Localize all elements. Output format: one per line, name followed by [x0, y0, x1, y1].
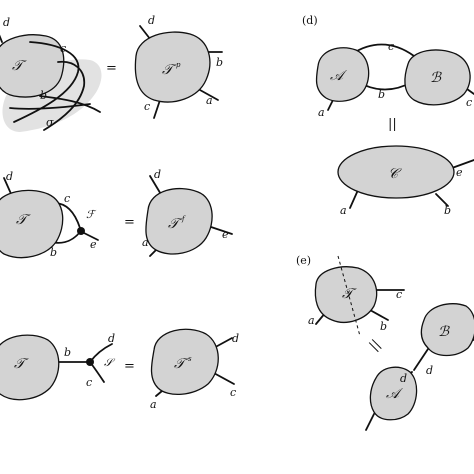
equals-row1: = — [106, 61, 117, 76]
label-d: d — [426, 364, 433, 377]
panel-e-top-tensor: a c b 𝒯 — [308, 255, 405, 337]
leg-b — [435, 193, 449, 207]
tensor-blob — [0, 34, 65, 98]
panel-e-bottom-tensor: d 𝒜 — [365, 366, 418, 431]
equals-vertical-d: || — [388, 117, 397, 132]
panel-label-d: (d) — [302, 14, 318, 27]
equals-row2: = — [124, 215, 135, 230]
label-a: a — [206, 94, 213, 107]
label-a: a — [142, 236, 149, 249]
label-b: b — [380, 320, 387, 333]
equals-row3: = — [124, 359, 135, 374]
panel-d-top-network: c b a c 𝒜 ℬ — [315, 40, 474, 119]
label-d: d — [154, 168, 161, 181]
label-a: a — [150, 398, 157, 411]
label-S: 𝒮 — [104, 356, 116, 369]
row3-left-tensor-group: b d c 𝒮 𝒯 — [0, 332, 116, 401]
symbol-B: ℬ — [430, 70, 442, 86]
wire-1 — [13, 41, 80, 123]
label-b: b — [444, 204, 451, 217]
leg-e — [81, 231, 99, 241]
split-node — [86, 358, 94, 366]
label-c-right: c — [466, 96, 472, 109]
leg-d — [0, 34, 3, 43]
tensor-superscript: p — [176, 61, 181, 69]
fusion-node — [77, 227, 85, 235]
label-d: d — [3, 16, 10, 29]
tensor-superscript: s — [188, 355, 192, 363]
leg-a — [199, 89, 219, 101]
wire-4 — [9, 103, 91, 110]
tensor-blob — [145, 188, 213, 255]
label-b: b — [216, 56, 223, 69]
label-c: c — [60, 42, 66, 55]
label-sigma: σ — [46, 116, 54, 129]
label-e: e — [222, 228, 229, 241]
row3-right-tensor-group: d a c 𝒯 s — [150, 328, 239, 411]
leg-d — [413, 345, 431, 371]
tensor-blob-B — [404, 49, 471, 106]
tensor-blob-B — [420, 303, 474, 357]
tensor-blob — [0, 189, 64, 259]
label-d: d — [6, 170, 13, 183]
label-F: ℱ — [86, 208, 97, 221]
panel-label-e: (e) — [296, 254, 311, 267]
leg-a — [349, 189, 359, 209]
label-b: b — [50, 246, 57, 259]
label-b: b — [378, 88, 385, 101]
label-a: a — [308, 314, 315, 327]
label-c-top: c — [388, 40, 394, 53]
row1-right-tensor-group: d b a c 𝒯 p — [134, 14, 223, 119]
label-b: b — [64, 346, 71, 359]
wire-2 — [43, 60, 86, 131]
label-c: c — [396, 288, 402, 301]
wire-3 — [39, 95, 101, 113]
symbol-A: 𝒜 — [330, 68, 347, 84]
symbol-B: ℬ — [438, 324, 450, 340]
leg-b — [369, 309, 389, 321]
label-b: b — [40, 89, 47, 102]
leg-down — [365, 413, 375, 431]
label-c: c — [64, 192, 70, 205]
row2-right-tensor-group: d a e 𝒯 f — [142, 168, 233, 257]
label-c: c — [86, 376, 92, 389]
tensor-blob-A — [315, 47, 370, 102]
symbol-A: 𝒜 — [386, 386, 403, 402]
cut-line — [337, 255, 361, 337]
label-a: a — [318, 106, 325, 119]
tensor-superscript: f — [181, 215, 186, 223]
panel-e-right-tensor: d ℬ — [413, 303, 474, 377]
tensor-blob — [314, 266, 378, 323]
tensor-blob — [150, 328, 219, 395]
label-d: d — [148, 14, 155, 27]
panel-d-bottom-tensor: a e b 𝒞 — [337, 145, 474, 217]
tensor-blob — [0, 334, 60, 401]
row2-left-tensor-group: d c b e ℱ 𝒯 — [0, 170, 99, 259]
label-c: c — [230, 386, 236, 399]
label-c: c — [144, 100, 150, 113]
tensor-blob-A — [369, 366, 418, 421]
label-d: d — [232, 332, 239, 345]
row1-left-tensor-group: d c b σ 𝒯 — [0, 16, 102, 133]
label-d: d — [108, 332, 115, 345]
leg-c — [153, 99, 161, 119]
label-e: e — [456, 166, 463, 179]
tensor-blob — [134, 31, 211, 103]
equals-vertical-e: || — [367, 337, 384, 354]
label-e: e — [90, 238, 97, 251]
tensor-blob-C — [337, 145, 455, 199]
label-a: a — [340, 204, 347, 217]
leg-e — [451, 159, 474, 169]
label-d: d — [400, 372, 407, 385]
